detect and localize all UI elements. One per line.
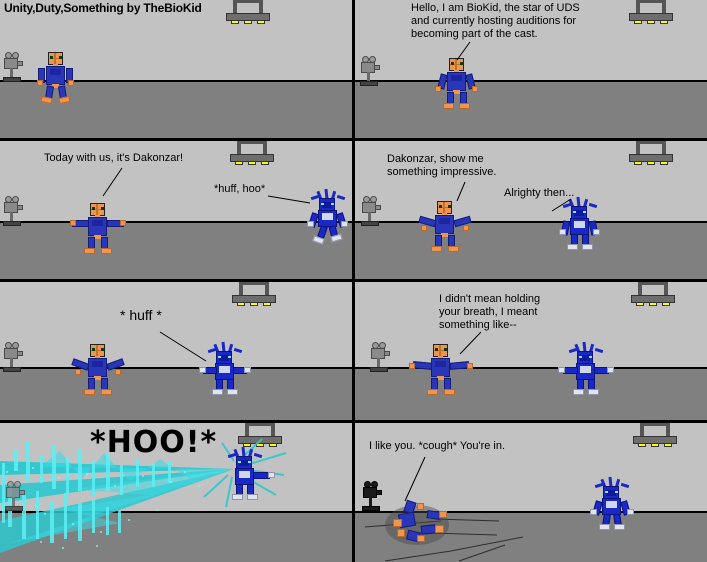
speech-text-biokid: Dakonzar, show me something impressive. [387,153,497,178]
character-dakonzar [589,476,635,531]
character-dakonzar [558,341,614,396]
speech-leader-line [456,181,572,212]
speech-text-biokid: Hello, I am BioKid, the star of UDS and … [411,2,580,40]
speech-leader-line [159,331,207,362]
speech-text-biokid: Today with us, it's Dakonzar! [44,152,184,164]
panel-ground [355,367,707,420]
character-biokid [409,344,473,396]
speech-leader-line [102,167,311,204]
character-biokid-remains [391,499,461,549]
panel-ground [0,221,352,279]
character-dakonzar [199,341,251,396]
energy-blast-effect [0,438,287,553]
speech-text-biokid: I didn't mean holding your breath, I mea… [439,293,541,331]
camera-icon [360,196,384,228]
comic-panel-7: *HOO!* [0,423,352,562]
character-dakonzar [557,196,603,251]
comic-panel-5: * huff * [0,282,352,420]
character-biokid [70,344,126,396]
speech-text-dakonzar: Alrighty then... [504,187,575,199]
stage-light-icon [629,0,673,24]
character-dakonzar [222,446,275,501]
camera-icon [4,481,28,513]
speech-leader-line [456,41,471,61]
panel-divider-horizontal-1 [0,138,707,141]
panel-sky [0,141,352,221]
comic-panel-2: Hello, I am BioKid, the star of UDS and … [355,0,707,138]
panel-ground [355,221,707,279]
panel-sky [0,282,352,367]
stage-light-icon [633,423,677,447]
panel-ground [0,367,352,420]
panel-ground [355,80,707,138]
stage-light-icon [226,0,270,24]
speech-leader-line [404,456,426,502]
stage-light-icon [230,141,274,165]
character-biokid [34,52,78,105]
camera-icon [2,196,26,228]
comic-panel-6: I didn't mean holding your breath, I mea… [355,282,707,420]
panel-divider-horizontal-2 [0,279,707,282]
speech-text-biokid: I like you. *cough* You're in. [369,440,506,452]
speech-leader-line [459,331,482,355]
comic-panel-1: Unity,Duty,Something by TheBioKid [0,0,352,138]
speech-text-dakonzar: *huff, hoo* [214,183,266,195]
character-biokid [435,58,479,110]
burnt-camera-icon [361,481,385,513]
character-biokid [70,203,126,255]
stage-light-icon [232,282,276,306]
character-biokid [417,201,473,253]
camera-icon [2,342,26,374]
panel-divider-horizontal-3 [0,420,707,423]
speech-text-dakonzar: * huff * [120,307,162,323]
sound-effect-hoo: *HOO!* [90,425,218,460]
stage-light-icon [629,141,673,165]
stage-light-icon [631,282,675,306]
comic-panel-8: I like you. *cough* You're in. [355,423,707,562]
character-dakonzar [305,188,351,245]
comic-panel-3: Today with us, it's Dakonzar! *huff, hoo… [0,141,352,279]
camera-icon [359,56,383,88]
page-title: Unity,Duty,Something by TheBioKid [4,1,202,15]
camera-icon [2,52,26,84]
camera-icon [369,342,393,374]
comic-panel-4: Dakonzar, show me something impressive. … [355,141,707,279]
